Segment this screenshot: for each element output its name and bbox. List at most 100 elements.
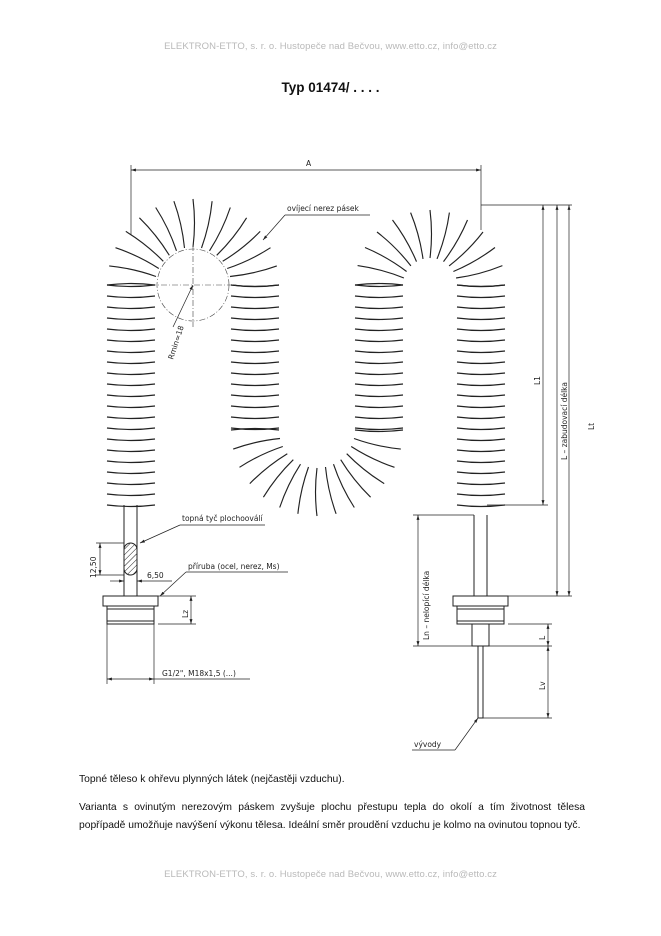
label-Lv: Lv (538, 681, 547, 690)
fin (233, 437, 281, 450)
left-flange (102, 595, 159, 625)
fin (354, 295, 404, 299)
fin (456, 284, 506, 288)
label-1250: 12,50 (89, 556, 98, 578)
fin (262, 459, 294, 498)
label-Ln: Ln – nelopící délka (422, 571, 431, 640)
leader-flange (159, 571, 288, 597)
fin (350, 446, 395, 468)
fin (230, 405, 280, 409)
fin (106, 317, 156, 321)
fin (456, 427, 506, 431)
fin (456, 265, 503, 279)
fin (324, 466, 337, 514)
label-L: L – zabudovací délka (560, 382, 569, 460)
fin (340, 459, 372, 498)
fin (354, 383, 404, 387)
fin (230, 339, 280, 343)
fin (354, 361, 404, 365)
label-rmin: Rmin=18 (166, 324, 186, 360)
fin (106, 460, 156, 464)
fin (354, 394, 404, 398)
label-strip: ovíjecí nerez pásek (287, 204, 360, 213)
fin (456, 350, 506, 354)
fin (109, 265, 157, 278)
radius-line (172, 284, 194, 328)
fin (106, 438, 156, 442)
fin (230, 427, 280, 431)
bare-tube (123, 505, 488, 596)
dimension-1250 (96, 542, 124, 576)
technical-drawing: A ovíjecí nerez pásek Rmin=18 topná tyč … (89, 159, 596, 751)
leader-rod (139, 524, 265, 544)
fin (354, 429, 404, 433)
fin (354, 306, 404, 310)
fin (456, 504, 506, 508)
fin (106, 339, 156, 343)
fin (106, 350, 156, 354)
fin (106, 482, 156, 486)
fin (456, 471, 506, 475)
fin (230, 306, 280, 310)
label-leads: vývody (414, 740, 442, 749)
fin (138, 217, 170, 256)
fin (222, 230, 261, 262)
fin (227, 247, 271, 270)
label-flange: příruba (ocel, nerez, Ms) (188, 562, 280, 571)
fin (106, 427, 156, 431)
fin (410, 212, 424, 259)
fin (453, 247, 496, 273)
page-title: Typ 01474/ . . . . (281, 80, 380, 95)
fin (106, 383, 156, 387)
fin (456, 383, 506, 387)
fin (106, 405, 156, 409)
fin (106, 282, 156, 286)
fin (354, 350, 404, 354)
fin (456, 394, 506, 398)
label-rod: topná tyč plochooválí (182, 514, 264, 523)
fin (216, 217, 248, 256)
fin (279, 463, 301, 508)
fin (354, 282, 404, 286)
fin (230, 372, 280, 376)
label-thread: G1/2", M18x1,5 (...) (162, 669, 236, 678)
fin (392, 219, 418, 262)
dimension-A (130, 165, 482, 235)
fin (314, 467, 318, 517)
fin (354, 405, 404, 409)
fin (354, 372, 404, 376)
fin (106, 361, 156, 365)
fin (106, 394, 156, 398)
fin (354, 284, 404, 288)
fin (230, 416, 280, 420)
label-L-small: L (538, 635, 547, 640)
fin (456, 438, 506, 442)
leader-strip (262, 214, 370, 241)
fin (443, 219, 469, 262)
fin (192, 198, 196, 248)
fin (230, 295, 280, 299)
fin (456, 328, 506, 332)
fin (125, 230, 164, 262)
fin (229, 265, 277, 278)
fin (456, 361, 506, 365)
fin (448, 231, 484, 267)
fin (106, 306, 156, 310)
fin (354, 339, 404, 343)
fin (173, 201, 186, 249)
fin (353, 437, 401, 450)
fin (106, 471, 156, 475)
fin (155, 207, 178, 251)
page-footer: ELEKTRON-ETTO, s. r. o. Hustopeče nad Be… (164, 869, 497, 880)
fin (456, 416, 506, 420)
right-flange (452, 595, 509, 719)
fin (230, 284, 280, 288)
fin (456, 339, 506, 343)
right-dimensions (481, 204, 572, 719)
fin (106, 372, 156, 376)
fin (354, 328, 404, 332)
fin (106, 416, 156, 420)
description-line: Topné těleso k ohřevu plynných látek (ne… (79, 774, 345, 785)
fin (429, 209, 433, 259)
fin (456, 493, 506, 497)
